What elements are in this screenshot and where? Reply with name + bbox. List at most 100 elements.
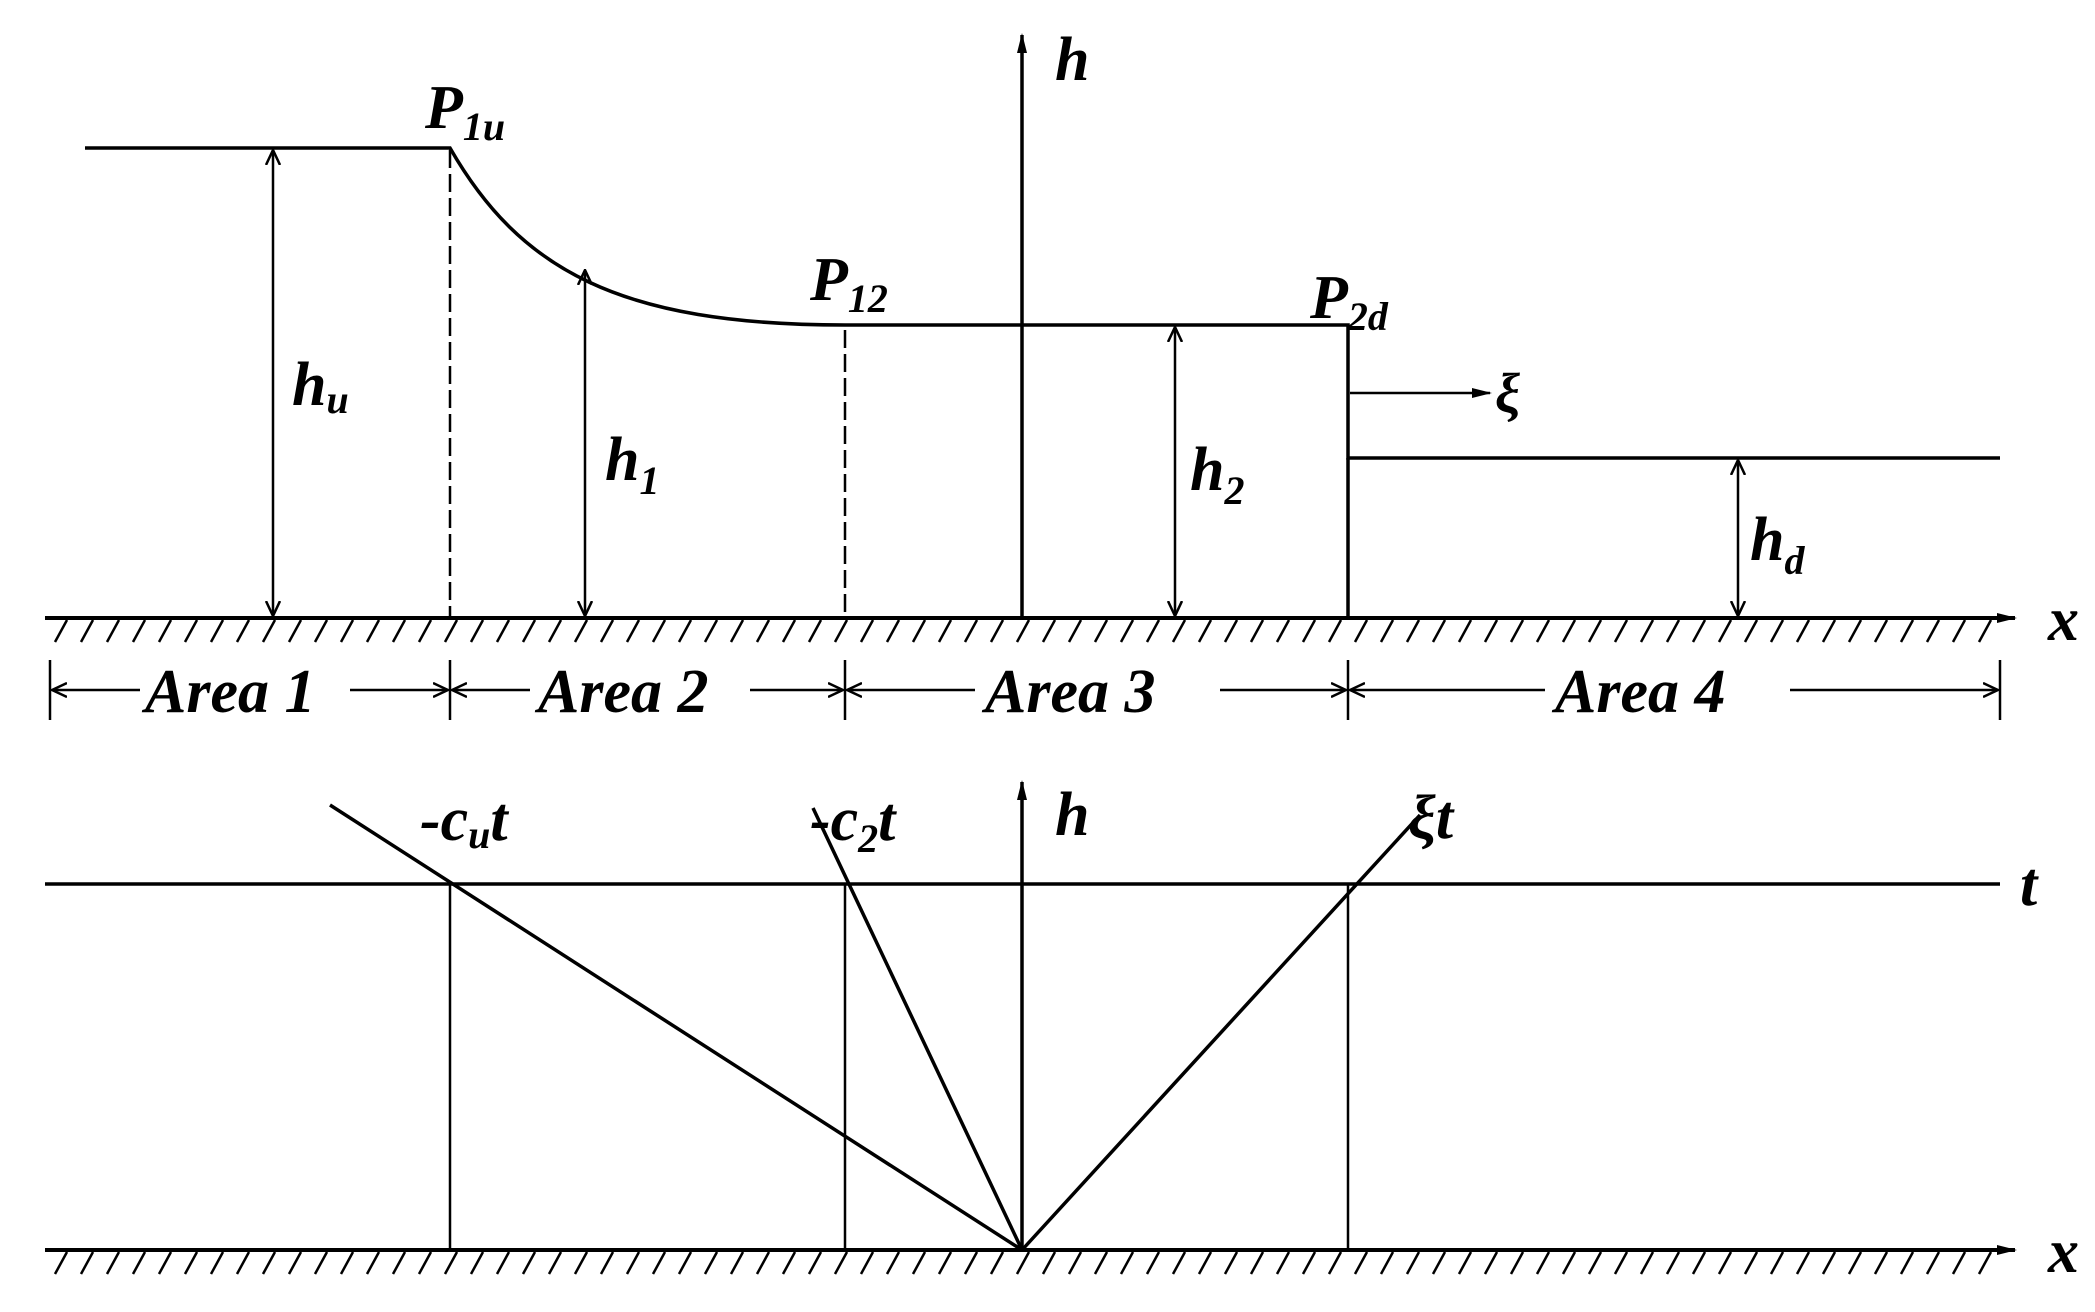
hatch-mark: [1509, 1251, 1525, 1275]
top-x-axis-label: x: [2047, 586, 2079, 654]
hatch-mark: [1249, 619, 1265, 643]
hatch-mark: [781, 1251, 797, 1275]
hatch-mark: [1327, 619, 1343, 643]
hatch-mark: [1951, 1251, 1967, 1275]
hatch-mark: [261, 1251, 277, 1275]
hatch-mark: [1639, 619, 1655, 643]
hatch-mark: [1535, 619, 1551, 643]
hatch-mark: [1639, 1251, 1655, 1275]
hatch-mark: [1821, 619, 1837, 643]
ray-cu-label: -cut: [420, 786, 509, 857]
hatch-mark: [885, 619, 901, 643]
hatch-mark: [781, 619, 797, 643]
hatch-mark: [79, 1251, 95, 1275]
hatch-mark: [1223, 1251, 1239, 1275]
hu-label: hu: [292, 351, 349, 422]
hatch-mark: [157, 1251, 173, 1275]
hatch-mark: [1197, 1251, 1213, 1275]
hatch-mark: [963, 619, 979, 643]
hatch-mark: [365, 1251, 381, 1275]
top-h-axis-label: h: [1055, 26, 1089, 94]
hatch-mark: [1561, 619, 1577, 643]
hatch-mark: [1457, 1251, 1473, 1275]
hatch-mark: [833, 1251, 849, 1275]
hatch-mark: [1405, 1251, 1421, 1275]
ray-xi: [1020, 813, 1422, 1252]
hatch-mark: [729, 619, 745, 643]
hatch-mark: [989, 1251, 1005, 1275]
hatch-mark: [1145, 619, 1161, 643]
hatch-mark: [1613, 1251, 1629, 1275]
top-panel: h x ξ P1u P12 P2d hu h1 h2 hd: [45, 26, 2079, 726]
hatch-mark: [1951, 619, 1967, 643]
hatch-mark: [677, 619, 693, 643]
h1-label: h1: [605, 426, 659, 503]
hatch-mark: [729, 1251, 745, 1275]
hatch-mark: [1093, 1251, 1109, 1275]
hatch-mark: [53, 619, 69, 643]
hatch-mark: [1431, 619, 1447, 643]
hatch-mark: [209, 1251, 225, 1275]
hatch-mark: [1509, 619, 1525, 643]
ray-xi-label: ξt: [1408, 784, 1455, 852]
ray-c2: [811, 807, 1024, 1251]
hatch-mark: [1041, 619, 1057, 643]
hatch-mark: [1431, 1251, 1447, 1275]
hatch-mark: [885, 1251, 901, 1275]
hatch-mark: [469, 619, 485, 643]
hatch-mark: [1587, 1251, 1603, 1275]
hatch-mark: [391, 619, 407, 643]
hatch-mark: [183, 1251, 199, 1275]
hatch-mark: [235, 1251, 251, 1275]
hatch-mark: [755, 619, 771, 643]
hatch-mark: [313, 1251, 329, 1275]
hatch-mark: [1665, 1251, 1681, 1275]
bottom-panel: x h t -cut -c2t ξt: [45, 780, 2079, 1286]
hatch-mark: [547, 1251, 563, 1275]
ray-c2-label: -c2t: [810, 786, 897, 861]
hatch-mark: [261, 619, 277, 643]
hatch-mark: [1743, 1251, 1759, 1275]
hatch-mark: [183, 619, 199, 643]
hatch-mark: [1717, 619, 1733, 643]
hatch-mark: [1353, 1251, 1369, 1275]
hatch-mark: [937, 1251, 953, 1275]
hatch-mark: [651, 1251, 667, 1275]
hatch-mark: [1977, 1251, 1993, 1275]
hatch-mark: [1171, 1251, 1187, 1275]
hd-label: hd: [1750, 506, 1805, 583]
top-ground-hatching: [53, 619, 1993, 643]
hatch-mark: [755, 1251, 771, 1275]
hatch-mark: [443, 619, 459, 643]
t-label: t: [2020, 851, 2039, 919]
xi-label: ξ: [1495, 363, 1520, 425]
p2d-label: P2d: [1309, 264, 1389, 339]
hatch-mark: [1145, 1251, 1161, 1275]
hatch-mark: [1457, 619, 1473, 643]
hatch-mark: [287, 1251, 303, 1275]
hatch-mark: [1665, 619, 1681, 643]
hatch-mark: [1379, 619, 1395, 643]
area-extents: [48, 660, 2002, 720]
hatch-mark: [1041, 1251, 1057, 1275]
hatch-mark: [1691, 619, 1707, 643]
hatch-mark: [963, 1251, 979, 1275]
hatch-mark: [1899, 1251, 1915, 1275]
hatch-mark: [1015, 1251, 1031, 1275]
hatch-mark: [859, 1251, 875, 1275]
hatch-mark: [1587, 619, 1603, 643]
hatch-mark: [521, 1251, 537, 1275]
hatch-mark: [703, 1251, 719, 1275]
hatch-mark: [1691, 1251, 1707, 1275]
hatch-mark: [1821, 1251, 1837, 1275]
hatch-mark: [573, 619, 589, 643]
hatch-mark: [599, 619, 615, 643]
hatch-mark: [1353, 619, 1369, 643]
ray-cu: [329, 803, 1023, 1252]
hatch-mark: [807, 1251, 823, 1275]
hatch-mark: [1561, 1251, 1577, 1275]
hatch-mark: [1223, 619, 1239, 643]
hatch-mark: [287, 619, 303, 643]
hatch-mark: [1795, 1251, 1811, 1275]
hatch-mark: [339, 619, 355, 643]
